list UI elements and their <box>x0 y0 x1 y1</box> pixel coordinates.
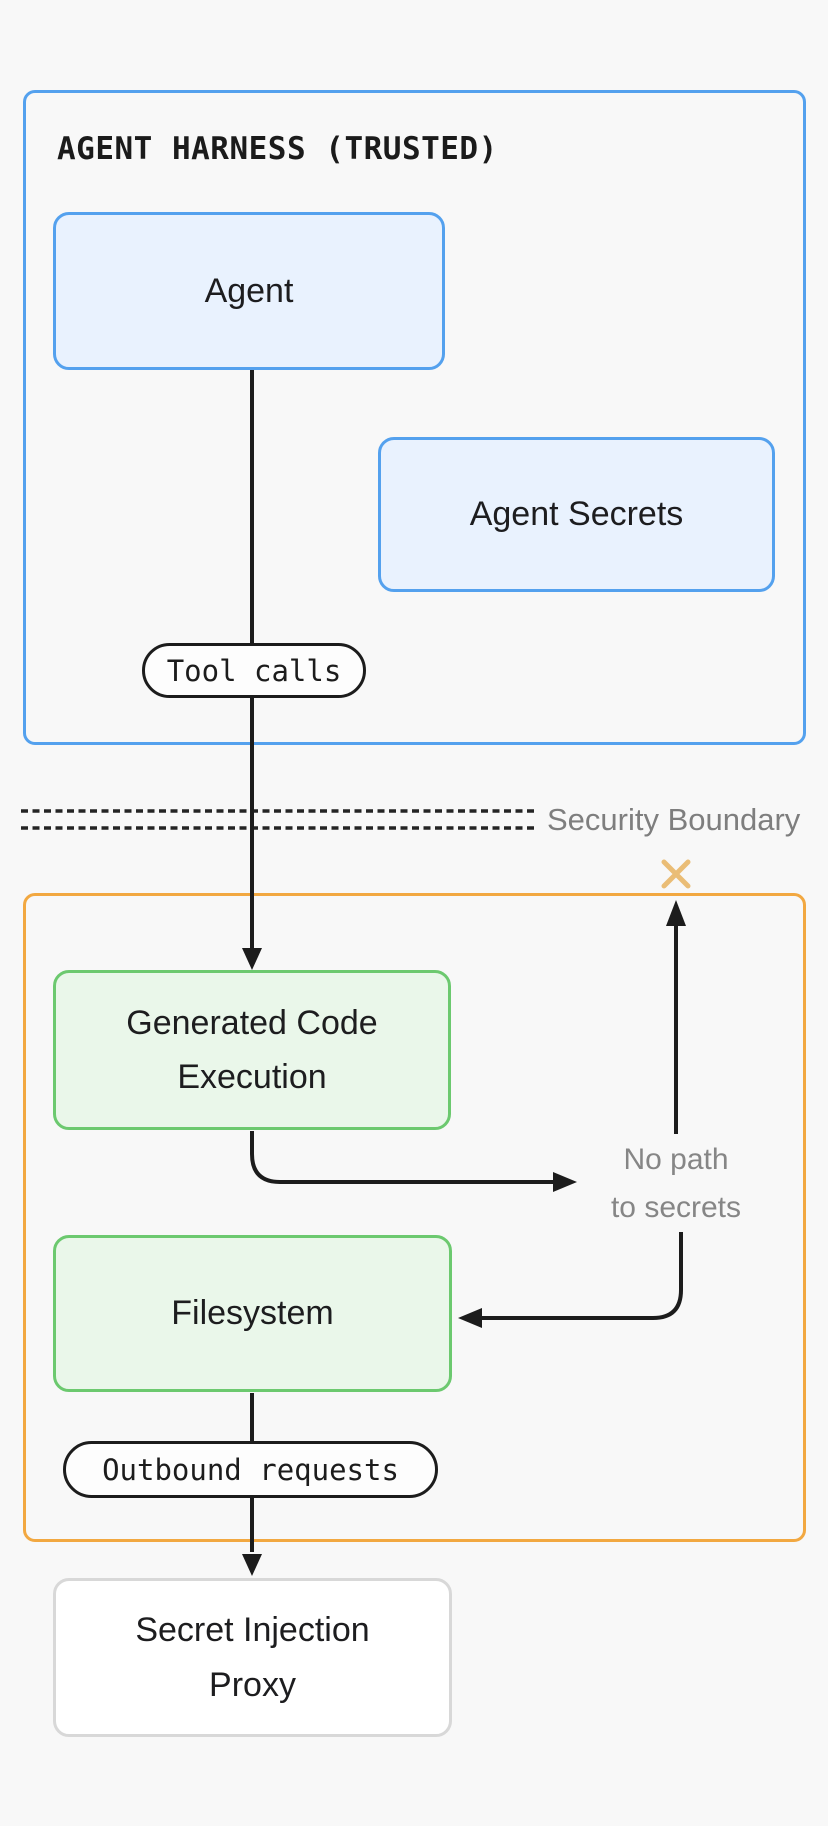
filesystem-node: Filesystem <box>53 1235 452 1392</box>
trusted-zone-title: AGENT HARNESS (TRUSTED) <box>57 131 498 167</box>
agent-node-label: Agent <box>204 271 294 310</box>
agent-node: Agent <box>53 212 445 370</box>
no-path-label: No path to secrets <box>610 1143 742 1224</box>
security-boundary-label: Security Boundary <box>547 802 801 837</box>
agent-secrets-node-label: Agent Secrets <box>469 495 684 534</box>
trusted-zone-box <box>23 90 806 745</box>
blocked-x-icon <box>661 859 691 889</box>
tool-calls-pill-label: Tool calls <box>166 653 342 688</box>
filesystem-node-label: Filesystem <box>171 1294 334 1333</box>
generated-code-execution-label: Generated Code Execution <box>126 1003 378 1096</box>
sandbox-zone-box <box>23 893 806 1542</box>
secret-injection-proxy-node: Secret Injection Proxy <box>53 1578 452 1737</box>
secret-injection-proxy-label: Secret Injection Proxy <box>135 1611 370 1704</box>
tool-calls-pill: Tool calls <box>142 643 366 698</box>
generated-code-execution-node: Generated Code Execution <box>53 970 451 1130</box>
outbound-requests-pill: Outbound requests <box>63 1441 438 1498</box>
agent-secrets-node: Agent Secrets <box>378 437 775 592</box>
outbound-requests-pill-label: Outbound requests <box>102 1452 399 1487</box>
security-boundary-dashes <box>21 809 536 830</box>
